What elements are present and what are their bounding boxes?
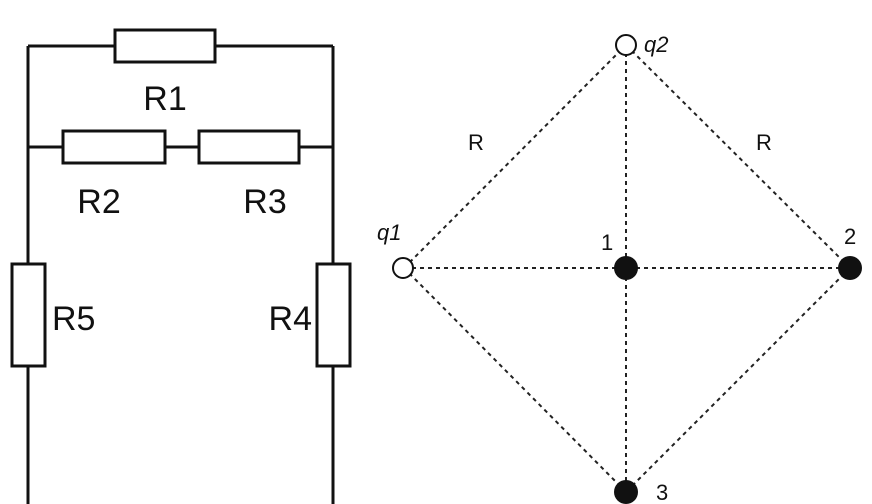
charge-q2-marker [615,34,637,56]
label-r5: R5 [52,300,95,338]
resistor-r5 [10,262,47,368]
label-r1: R1 [143,80,186,118]
resistor-r4 [315,262,352,368]
label-point-1: 1 [601,230,613,255]
label-point-2: 2 [844,224,856,249]
label-side-right: R [756,130,772,155]
point-2-marker [838,256,862,280]
label-side-left: R [468,130,484,155]
label-r2: R2 [77,183,120,221]
label-q2: q2 [644,32,668,57]
edge-point2-point3 [625,267,851,493]
label-q1: q1 [377,220,401,245]
charge-q1-marker [392,257,414,279]
label-r4: R4 [269,300,312,338]
point-1-marker [614,256,638,280]
charge-diagram: q2 q1 R R 1 2 3 [377,32,862,504]
edge-q2-point2 [625,44,851,269]
resistor-r1 [113,28,217,64]
resistor-circuit: R1 R2 R3 R5 R4 [10,28,352,504]
resistor-r3 [197,129,301,165]
edge-point3-q1 [403,267,627,493]
label-r3: R3 [243,183,286,221]
edge-q1-q2 [403,44,627,269]
point-3-marker [614,480,638,504]
resistor-r2 [61,129,167,165]
label-point-3: 3 [656,480,668,504]
